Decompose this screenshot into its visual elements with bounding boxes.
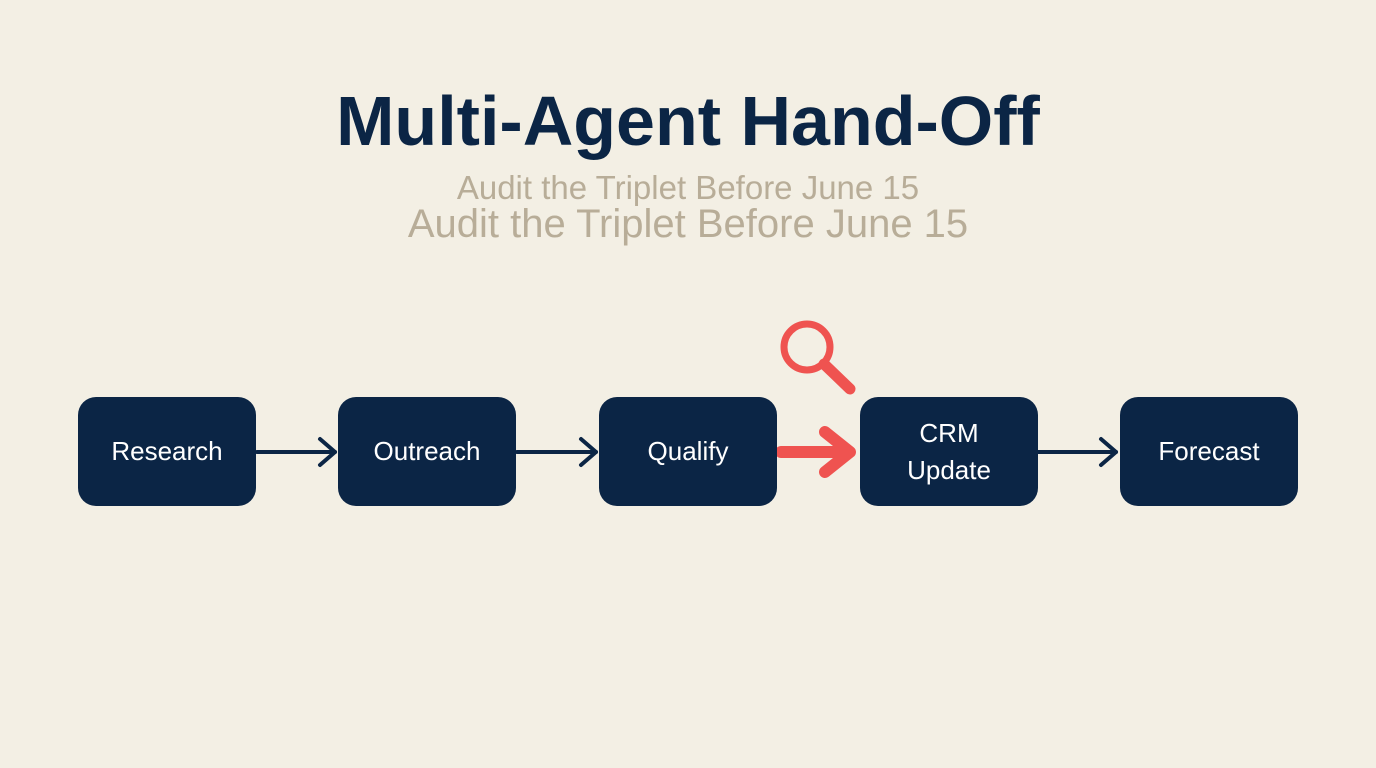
magnifier-icon (780, 320, 856, 395)
node-research: Research (78, 397, 256, 506)
arrow-crm-update-to-forecast (1036, 437, 1118, 467)
arrow-outreach-to-qualify (515, 437, 598, 467)
diagram-subtitle-primary: Audit the Triplet Before June 15 (456, 169, 920, 206)
node-forecast-label: Forecast (1158, 436, 1260, 466)
node-outreach: Outreach (338, 397, 516, 506)
node-qualify: Qualify (599, 397, 777, 506)
node-qualify-label: Qualify (647, 436, 729, 466)
node-crm-update: CRM Update (860, 397, 1038, 506)
node-research-label: Research (111, 436, 223, 466)
node-crm-update-label: CRM Update (907, 417, 991, 485)
node-forecast: Forecast (1120, 397, 1298, 506)
node-outreach-label: Outreach (373, 436, 481, 466)
arrow-research-to-outreach (255, 437, 337, 467)
arrow-qualify-to-crm-update-highlighted (775, 426, 856, 478)
diagram-subtitle-secondary: Audit the Triplet Before June 15 (407, 202, 969, 246)
diagram-title: Multi-Agent Hand-Off (336, 82, 1040, 160)
